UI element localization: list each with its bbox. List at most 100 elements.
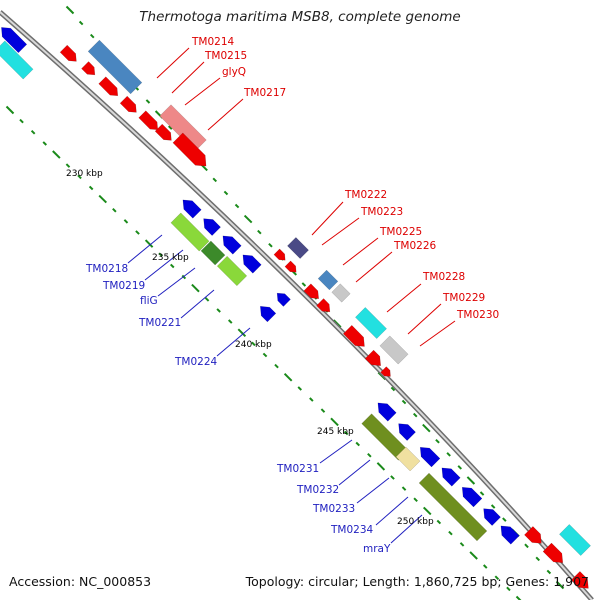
gene-feature-35 bbox=[419, 446, 441, 468]
tick-49 bbox=[42, 141, 48, 146]
callout-line-5 bbox=[311, 201, 344, 236]
gene-feature-29 bbox=[222, 235, 242, 255]
tick-34 bbox=[435, 438, 440, 444]
tick-33 bbox=[422, 423, 431, 433]
tick-56 bbox=[123, 219, 129, 224]
gene-feature-5 bbox=[331, 283, 351, 303]
tick-14 bbox=[212, 177, 218, 183]
tick-55 bbox=[112, 207, 117, 213]
gene-label-TM0214[interactable]: TM0214 bbox=[191, 36, 235, 48]
tick-38 bbox=[479, 491, 485, 496]
callout-line-16 bbox=[216, 327, 251, 357]
tick-86 bbox=[469, 551, 478, 560]
tick-10 bbox=[167, 125, 173, 130]
tick-67 bbox=[251, 341, 256, 347]
gene-feature-22 bbox=[380, 366, 391, 377]
gene-feature-11 bbox=[98, 76, 119, 97]
tick-64 bbox=[216, 308, 221, 313]
tick-47 bbox=[19, 118, 24, 124]
gene-label-TM0230[interactable]: TM0230 bbox=[456, 309, 499, 321]
gene-feature-23 bbox=[524, 526, 542, 544]
gene-label-TM0225[interactable]: TM0225 bbox=[379, 226, 422, 238]
gene-feature-40 bbox=[0, 40, 34, 80]
gene-label-TM0226[interactable]: TM0226 bbox=[393, 240, 437, 252]
kbp-label-240: 240 kbp bbox=[235, 340, 272, 350]
gene-label-TM0232[interactable]: TM0232 bbox=[296, 484, 339, 496]
gene-label-TM0223[interactable]: TM0223 bbox=[360, 206, 403, 218]
genome-backbone bbox=[0, 10, 594, 600]
tick-48 bbox=[30, 129, 36, 135]
tick-84 bbox=[448, 530, 453, 536]
gene-feature-37 bbox=[461, 486, 483, 508]
gene-label-fliG[interactable]: fliG bbox=[140, 295, 158, 307]
tick-87 bbox=[482, 564, 488, 569]
tick-57 bbox=[135, 230, 140, 235]
callout-line-17 bbox=[319, 439, 353, 464]
gene-label-mraY[interactable]: mraY bbox=[363, 543, 391, 555]
tick-30 bbox=[390, 386, 396, 392]
gene-label-TM0217[interactable]: TM0217 bbox=[243, 87, 286, 99]
gene-feature-3 bbox=[287, 237, 309, 259]
gene-feature-24 bbox=[542, 542, 564, 564]
kbp-label-245: 245 kbp bbox=[317, 427, 354, 437]
callout-line-8 bbox=[355, 251, 393, 283]
callout-line-9 bbox=[386, 283, 422, 313]
tick-18 bbox=[257, 229, 262, 235]
kbp-label-230: 230 kbp bbox=[66, 169, 103, 179]
tick-76 bbox=[355, 441, 361, 447]
tick-82 bbox=[422, 506, 432, 516]
callout-line-18 bbox=[338, 459, 371, 486]
tick-50 bbox=[52, 150, 61, 159]
callout-line-6 bbox=[321, 217, 360, 246]
accession-text: Accession: NC_000853 bbox=[9, 574, 152, 589]
tick-66 bbox=[237, 328, 247, 338]
tick-17 bbox=[243, 214, 253, 224]
gene-feature-7 bbox=[379, 335, 409, 365]
tick-40 bbox=[502, 517, 507, 522]
gene-feature-20 bbox=[342, 324, 365, 347]
tick-1 bbox=[65, 5, 75, 15]
gene-label-TM0222[interactable]: TM0222 bbox=[344, 189, 387, 201]
gene-feature-42 bbox=[200, 240, 226, 266]
gene-feature-4 bbox=[317, 269, 339, 291]
gene-feature-25 bbox=[571, 571, 589, 589]
tick-65 bbox=[227, 319, 233, 324]
tick-2 bbox=[78, 20, 84, 26]
gene-label-TM0219[interactable]: TM0219 bbox=[102, 280, 145, 292]
gene-label-TM0218[interactable]: TM0218 bbox=[85, 263, 128, 275]
tick-43 bbox=[535, 556, 541, 562]
gene-feature-46 bbox=[418, 472, 488, 542]
tick-63 bbox=[204, 297, 210, 302]
gene-feature-17 bbox=[284, 260, 297, 273]
gene-feature-16 bbox=[273, 248, 286, 261]
callout-line-14 bbox=[157, 267, 196, 297]
gene-label-TM0221[interactable]: TM0221 bbox=[138, 317, 181, 329]
gene-feature-26 bbox=[1, 27, 28, 54]
tick-31 bbox=[401, 399, 407, 405]
callout-line-4 bbox=[207, 98, 244, 131]
tick-78 bbox=[376, 462, 386, 471]
gene-label-TM0215[interactable]: TM0215 bbox=[204, 50, 247, 62]
gene-label-TM0224[interactable]: TM0224 bbox=[174, 356, 218, 368]
topology-text: Topology: circular; Length: 1,860,725 bp… bbox=[245, 574, 589, 589]
gene-label-TM0233[interactable]: TM0233 bbox=[312, 503, 355, 515]
gene-feature-43 bbox=[216, 255, 248, 287]
gene-feature-31 bbox=[260, 306, 277, 323]
gene-label-TM0229[interactable]: TM0229 bbox=[442, 292, 485, 304]
gene-feature-28 bbox=[203, 218, 221, 236]
callout-line-20 bbox=[375, 496, 409, 526]
gene-feature-39 bbox=[500, 525, 520, 545]
gene-label-TM0234[interactable]: TM0234 bbox=[330, 524, 374, 536]
tick-69 bbox=[274, 363, 279, 369]
gene-label-TM0228[interactable]: TM0228 bbox=[422, 271, 465, 283]
tick-60 bbox=[169, 263, 175, 269]
callout-lines bbox=[127, 47, 456, 544]
gene-label-TM0231[interactable]: TM0231 bbox=[276, 463, 319, 475]
tick-19 bbox=[268, 242, 273, 248]
callout-line-7 bbox=[342, 237, 379, 266]
gene-label-glyQ[interactable]: glyQ bbox=[222, 66, 246, 78]
tick-51 bbox=[65, 163, 71, 168]
callout-line-10 bbox=[407, 303, 442, 335]
